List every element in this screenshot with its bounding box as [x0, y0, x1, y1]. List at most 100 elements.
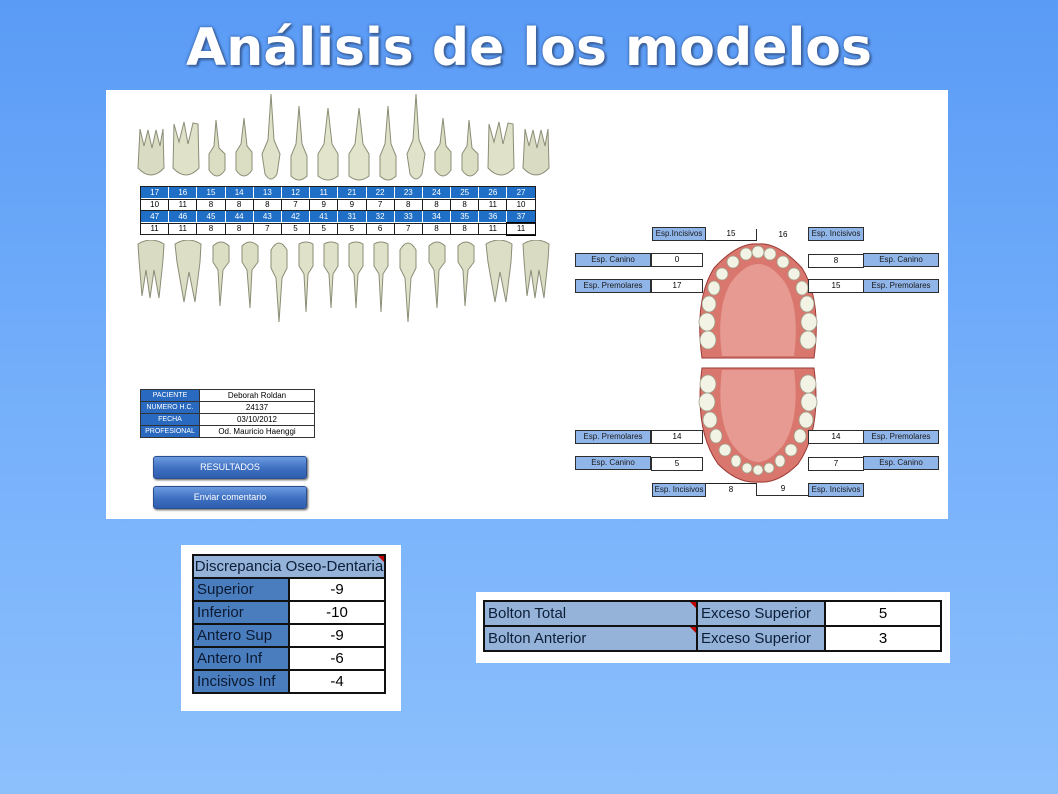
tooth-number: 15 — [196, 186, 226, 199]
tooth-width-cell[interactable]: 10 — [139, 198, 170, 211]
tooth-width-cell[interactable]: 6 — [365, 222, 395, 235]
discrepancia-value: -9 — [288, 577, 386, 602]
lower-canino-right-value[interactable]: 7 — [808, 457, 864, 471]
premolar-tooth-icon — [241, 241, 259, 309]
tooth-width-cell[interactable]: 8 — [224, 198, 254, 211]
enviar-comentario-button[interactable]: Enviar comentario — [153, 486, 307, 509]
discrepancia-label: Antero Sup — [192, 623, 290, 648]
tooth-width-cell[interactable]: 5 — [337, 222, 367, 235]
premolar-tooth-icon — [208, 119, 226, 177]
lower-premolares-right-value[interactable]: 14 — [808, 430, 864, 444]
tooth-width-cell[interactable]: 7 — [252, 222, 282, 235]
upper-premolares-label-right: Esp. Premolares — [863, 279, 939, 293]
tooth-number: 25 — [450, 186, 480, 199]
table-row: Bolton Total Exceso Superior 5 — [483, 600, 942, 627]
tooth-width-cell[interactable]: 8 — [450, 222, 480, 235]
tooth-width-cell[interactable]: 8 — [252, 198, 282, 211]
tooth-width-cell[interactable]: 8 — [196, 198, 226, 211]
upper-incisivos-label-left: Esp.Incisivos — [652, 227, 706, 241]
upper-canino-left-value[interactable]: 0 — [651, 253, 703, 267]
tooth-number: 22 — [365, 186, 395, 199]
lower-canino-left-value[interactable]: 5 — [651, 457, 703, 471]
tooth-width-cell-selected[interactable]: 11 — [505, 221, 537, 236]
canine-tooth-icon — [270, 242, 288, 323]
upper-premolares-right-value[interactable]: 15 — [808, 279, 864, 293]
lower-teeth-row — [136, 240, 551, 330]
patient-name-field[interactable]: Deborah Roldan — [199, 389, 315, 402]
upper-incisivos-right-value[interactable]: 16 — [756, 229, 810, 241]
tooth-width-cell[interactable]: 9 — [309, 198, 339, 211]
patient-row: PROFESIONAL Od. Mauricio Haenggi — [140, 425, 315, 438]
lower-incisivos-left-value[interactable]: 8 — [728, 485, 734, 494]
tooth-number: 11 — [309, 186, 339, 199]
incisor-tooth-icon — [290, 105, 308, 181]
tooth-number: 32 — [365, 210, 395, 223]
comment-indicator-icon — [378, 557, 383, 562]
discrepancia-value: -6 — [288, 646, 386, 671]
tooth-width-cell[interactable]: 11 — [478, 198, 508, 211]
bolton-excess: Exceso Superior — [696, 625, 826, 652]
tooth-width-cell[interactable]: 7 — [393, 222, 423, 235]
tooth-width-cell[interactable]: 9 — [337, 198, 367, 211]
patient-row: PACIENTE Deborah Roldan — [140, 389, 315, 402]
professional-field[interactable]: Od. Mauricio Haenggi — [199, 425, 315, 438]
tooth-number: 12 — [280, 186, 311, 199]
tooth-number: 35 — [450, 210, 480, 223]
discrepancia-value: -10 — [288, 600, 386, 625]
discrepancia-header-row: Discrepancia Oseo-Dentaria — [192, 554, 386, 579]
molar-tooth-icon — [137, 240, 165, 299]
lower-canino-label-left: Esp. Canino — [575, 456, 651, 470]
tooth-width-cell[interactable]: 11 — [168, 222, 198, 235]
tooth-width-cell[interactable]: 8 — [224, 222, 254, 235]
resultados-button[interactable]: RESULTADOS — [153, 456, 307, 479]
tooth-number: 47 — [139, 210, 170, 223]
molar-tooth-icon — [172, 121, 200, 176]
upper-incisivos-label-right: Esp. Incisivos — [808, 227, 864, 241]
discrepancia-table: Discrepancia Oseo-Dentaria Superior -9 I… — [192, 554, 386, 694]
molar-tooth-icon — [522, 128, 550, 176]
tooth-width-cell[interactable]: 8 — [421, 198, 452, 211]
upper-teeth-row — [136, 90, 551, 184]
discrepancia-label: Antero Inf — [192, 646, 290, 671]
tooth-number: 31 — [337, 210, 367, 223]
tooth-number-grid: 17 16 15 14 13 12 11 21 22 23 24 25 26 2… — [139, 185, 537, 236]
tooth-width-cell[interactable]: 7 — [280, 198, 311, 211]
discrepancia-value: -9 — [288, 623, 386, 648]
canine-tooth-icon — [261, 93, 281, 180]
history-number-field[interactable]: 24137 — [199, 401, 315, 414]
tooth-width-cell[interactable]: 7 — [365, 198, 395, 211]
date-field[interactable]: 03/10/2012 — [199, 413, 315, 426]
upper-incisivos-left-value[interactable]: 15 — [726, 229, 736, 238]
tooth-width-cell[interactable]: 8 — [393, 198, 423, 211]
tooth-width-cell[interactable]: 5 — [280, 222, 311, 235]
premolar-tooth-icon — [235, 117, 253, 177]
lower-incisivos-right-value[interactable]: 9 — [756, 483, 810, 496]
tooth-width-cell[interactable]: 8 — [450, 198, 480, 211]
professional-label: PROFESIONAL — [140, 425, 200, 438]
tooth-number: 43 — [252, 210, 282, 223]
table-row: Bolton Anterior Exceso Superior 3 — [483, 625, 942, 652]
comment-indicator-icon — [690, 602, 696, 608]
tooth-number: 37 — [506, 210, 536, 223]
lower-premolares-left-value[interactable]: 14 — [651, 430, 703, 444]
premolar-tooth-icon — [457, 241, 475, 307]
tooth-width-cell[interactable]: 11 — [478, 222, 508, 235]
bolton-label: Bolton Total — [483, 600, 698, 627]
upper-premolares-left-value[interactable]: 17 — [651, 279, 703, 293]
tooth-width-cell[interactable]: 11 — [168, 198, 198, 211]
tooth-width-cell[interactable]: 10 — [506, 198, 536, 211]
upper-canino-right-value[interactable]: 8 — [808, 254, 864, 268]
tooth-width-cell[interactable]: 8 — [196, 222, 226, 235]
discrepancia-value: -4 — [288, 669, 386, 694]
dental-arch-icon — [698, 243, 818, 483]
tooth-width-cell[interactable]: 8 — [421, 222, 452, 235]
table-row: Inferior -10 — [192, 600, 386, 625]
upper-tooth-numbers-row: 17 16 15 14 13 12 11 21 22 23 24 25 26 2… — [139, 185, 537, 200]
molar-tooth-icon — [487, 121, 515, 176]
tooth-width-cell[interactable]: 11 — [139, 222, 170, 235]
tooth-number: 33 — [393, 210, 423, 223]
patient-label: PACIENTE — [140, 389, 200, 402]
table-row: Incisivos Inf -4 — [192, 669, 386, 694]
tooth-width-cell[interactable]: 5 — [309, 222, 339, 235]
bolton-label-text: Bolton Total — [488, 605, 567, 622]
